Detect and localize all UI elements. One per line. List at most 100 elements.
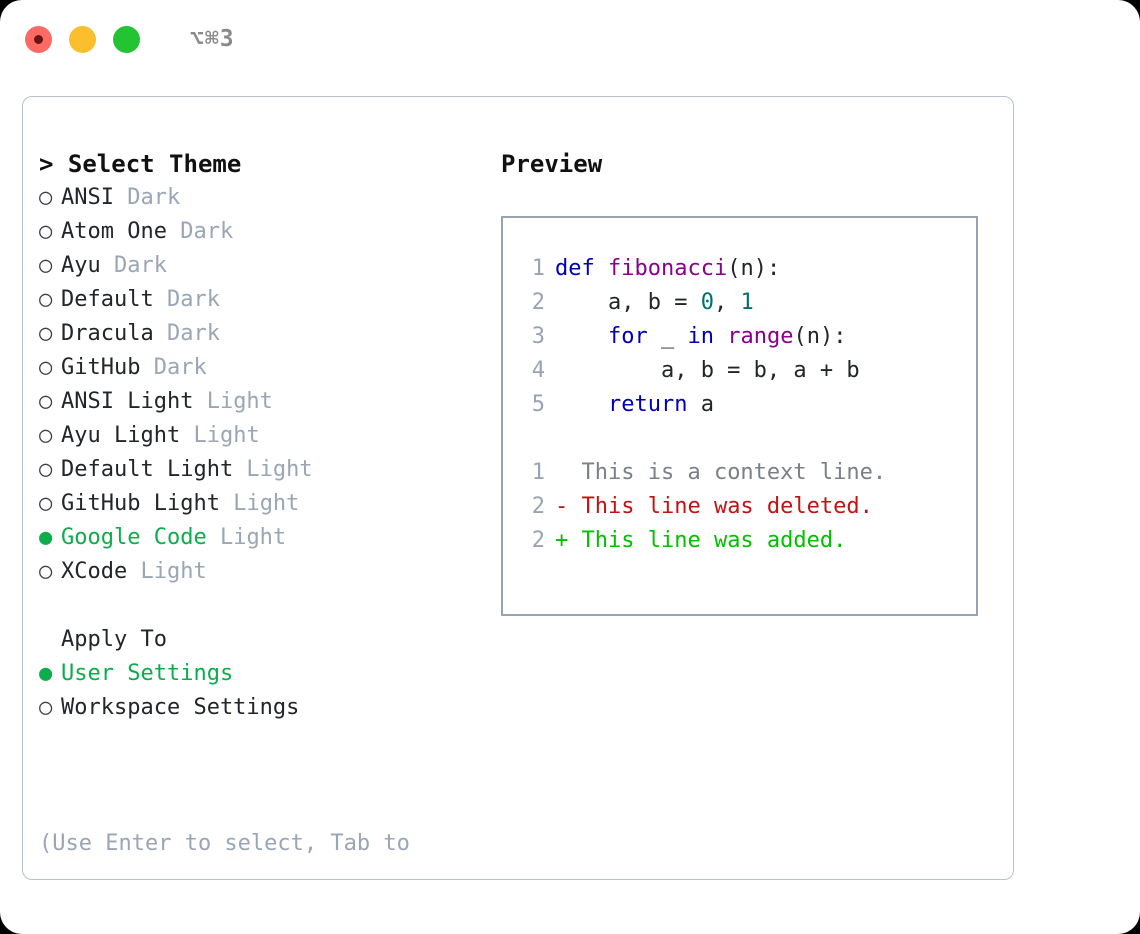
code-token: return (607, 392, 688, 417)
theme-option-dracula[interactable]: ○Dracula Dark (39, 317, 489, 351)
window-controls (25, 25, 140, 53)
code-token: 1 (740, 290, 754, 315)
code-token: (n): (793, 324, 847, 349)
code-token: a (687, 392, 714, 417)
radio-unselected-icon: ○ (39, 491, 53, 516)
radio-unselected-icon: ○ (39, 287, 53, 312)
line-number: 2 (531, 290, 545, 315)
theme-option-label: Dracula (61, 321, 154, 346)
radio-unselected-icon: ○ (39, 355, 53, 380)
keyboard-hint-line-1: (Use Enter to select, Tab to (39, 831, 410, 856)
theme-variant-tag: Light (180, 423, 260, 448)
diff-sample: 1 This is a context line.2- This line wa… (521, 456, 976, 558)
theme-option-label: ANSI Light (61, 389, 194, 414)
theme-variant-tag: Dark (153, 321, 220, 346)
preview-header: Preview (501, 150, 603, 178)
code-token: fibonacci (607, 256, 728, 281)
main-panel: > Select Theme ○ANSI Dark○Atom One Dark○… (22, 96, 1014, 934)
radio-unselected-icon: ○ (39, 695, 53, 720)
theme-option-github[interactable]: ○ GitHub Dark (39, 351, 489, 385)
line-number: 1 (531, 256, 545, 281)
code-token: , (713, 290, 741, 315)
diff-marker: + (555, 528, 569, 553)
theme-selection-column: > Select Theme ○ANSI Dark○Atom One Dark○… (39, 147, 489, 934)
code-token: a, b = (555, 290, 701, 315)
theme-option-ayu-light[interactable]: ○ Ayu Light Light (39, 419, 489, 453)
theme-option-label: GitHub Light (61, 491, 220, 516)
window-title-shortcut: ⌥⌘3 (190, 26, 235, 52)
apply-to-list[interactable]: ● User Settings ○ Workspace Settings (39, 657, 489, 725)
line-number: 2 (531, 494, 545, 519)
diff-line: 1 This is a context line. (521, 456, 976, 490)
code-token: def (555, 256, 608, 281)
radio-unselected-icon: ○ (39, 389, 53, 414)
minimize-button-icon[interactable] (69, 25, 96, 53)
line-number: 5 (531, 392, 545, 417)
theme-option-label: Google Code (61, 525, 207, 550)
theme-variant-tag: Dark (140, 355, 207, 380)
code-token (555, 392, 608, 417)
theme-option-label: Ayu Light (61, 423, 181, 448)
code-token: a, b = b, a + b (555, 358, 860, 383)
maximize-button-icon[interactable] (113, 25, 140, 53)
code-line: 5 return a (521, 388, 976, 422)
theme-option-default[interactable]: ○Default Dark (39, 283, 489, 317)
code-token: in (687, 324, 714, 349)
radio-unselected-icon: ○ (39, 457, 53, 482)
radio-unselected-icon: ○ (39, 219, 53, 244)
apply-to-option-user-settings[interactable]: ● User Settings (39, 657, 489, 691)
select-theme-header: > Select Theme (39, 150, 242, 178)
theme-variant-tag: Dark (153, 287, 220, 312)
apply-to-option-label: Workspace Settings (61, 695, 300, 720)
diff-marker: - (555, 494, 569, 519)
theme-option-ansi[interactable]: ○ANSI Dark (39, 181, 489, 215)
theme-option-github-light[interactable]: ○ GitHub Light Light (39, 487, 489, 521)
theme-variant-tag: Light (193, 389, 273, 414)
theme-list[interactable]: ○ANSI Dark○Atom One Dark○Ayu Dark○Defaul… (39, 181, 489, 589)
theme-option-atom-one[interactable]: ○Atom One Dark (39, 215, 489, 249)
theme-variant-tag: Light (127, 559, 207, 584)
diff-line: 2- This line was deleted. (521, 490, 976, 524)
apply-to-option-workspace-settings[interactable]: ○ Workspace Settings (39, 691, 489, 725)
radio-unselected-icon: ○ (39, 185, 53, 210)
theme-option-label: Ayu (61, 253, 101, 278)
radio-selected-icon: ● (39, 525, 53, 550)
radio-selected-icon: ● (39, 661, 53, 686)
code-token: (n): (727, 256, 781, 281)
code-line: 1 def fibonacci(n): (521, 252, 976, 286)
code-token: range (727, 324, 794, 349)
diff-text: This line was added. (568, 528, 847, 553)
line-number: 1 (531, 460, 545, 485)
theme-variant-tag: Light (206, 525, 287, 550)
theme-variant-tag: Dark (113, 185, 181, 210)
theme-variant-tag: Light (233, 457, 313, 482)
theme-option-label: GitHub (61, 355, 141, 380)
theme-option-ansi-light[interactable]: ○ ANSI Light Light (39, 385, 489, 419)
theme-option-label: XCode (61, 559, 128, 584)
line-number: 2 (531, 528, 545, 553)
radio-unselected-icon: ○ (39, 423, 53, 448)
section-spacer (39, 589, 489, 623)
keyboard-hint-line-2: change focus) (39, 929, 489, 934)
keyboard-hint: (Use Enter to select, Tab to change focu… (39, 759, 489, 934)
diff-line: 2 + This line was added. (521, 524, 976, 558)
theme-option-label: Atom One (61, 219, 167, 244)
apply-to-option-label: User Settings (61, 661, 234, 686)
code-line: 4 a, b = b, a + b (521, 354, 976, 388)
code-line: 2 a, b = 0, 1 (521, 286, 976, 320)
theme-variant-tag: Light (219, 491, 300, 516)
code-token: _ (647, 324, 688, 349)
theme-option-default-light[interactable]: ○Default Light Light (39, 453, 489, 487)
theme-option-google-code[interactable]: ● Google Code Light (39, 521, 489, 555)
close-button-icon[interactable] (25, 25, 52, 53)
diff-marker (555, 460, 568, 485)
theme-option-ayu[interactable]: ○Ayu Dark (39, 249, 489, 283)
line-number: 4 (531, 358, 545, 383)
radio-unselected-icon: ○ (39, 253, 53, 278)
diff-text: This line was deleted. (568, 494, 873, 519)
theme-option-xcode[interactable]: ○XCode Light (39, 555, 489, 589)
line-number: 3 (531, 324, 545, 349)
